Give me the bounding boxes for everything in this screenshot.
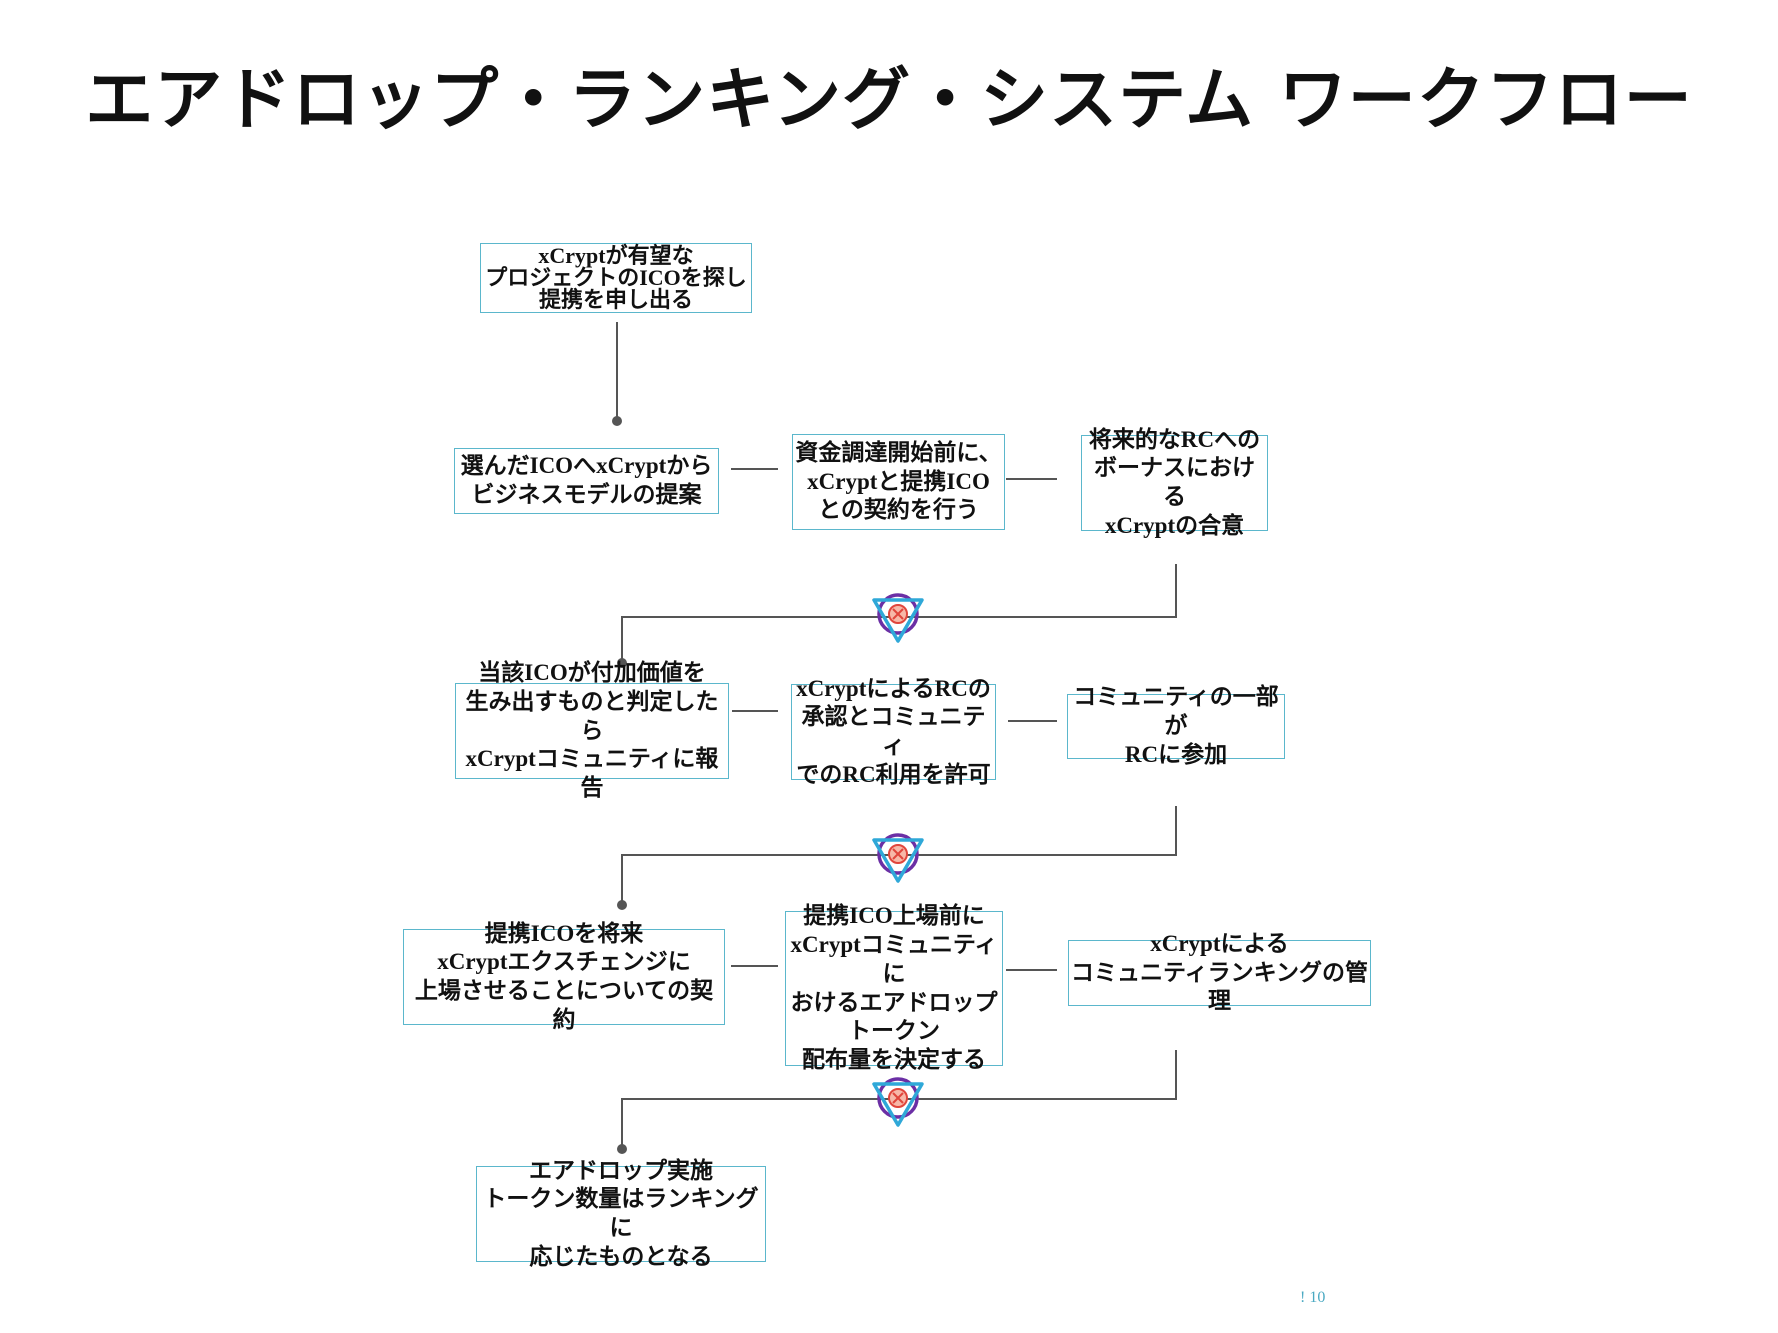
connector-dot [617, 900, 627, 910]
connector-dot [617, 1144, 627, 1154]
connector-dot [612, 416, 622, 426]
page-number: ! 10 [1300, 1289, 1326, 1306]
step-box: 提携ICOを将来 xCryptエクスチェンジに 上場させることについての契約 [403, 921, 725, 1032]
step-box: xCryptによる コミュニティランキングの管理 [1068, 931, 1371, 1013]
step-box: 提携ICO上場前に xCryptコミュニティに おけるエアドロップ トークン 配… [785, 903, 1003, 1072]
step-box: xCryptが有望な プロジェクトのICOを探し 提携を申し出る [480, 243, 752, 313]
step-box: 資金調達開始前に、 xCryptと提携ICO との契約を行う [792, 434, 1005, 530]
step-box: エアドロップ実施 トークン数量はランキングに 応じたものとなる [476, 1158, 766, 1269]
connector-dot [617, 658, 627, 668]
step-box: xCryptによるRCの 承認とコミュニティ でのRC利用を許可 [791, 676, 996, 787]
xcrypt-logo-icon [872, 833, 924, 883]
step-box: 選んだICOへxCryptから ビジネスモデルの提案 [454, 448, 719, 514]
step-box: 当該ICOが付加価値を 生み出すものと判定したら xCryptコミュニティに報告 [455, 660, 729, 800]
step-box: コミュニティの一部が RCに参加 [1067, 684, 1285, 767]
page-title: エアドロップ・ランキング・システム ワークフロー [85, 61, 1693, 140]
xcrypt-logo-icon [872, 593, 924, 643]
xcrypt-logo-icon [872, 1077, 924, 1127]
step-box: 将来的なRCへの ボーナスにおける xCryptの合意 [1081, 427, 1268, 538]
